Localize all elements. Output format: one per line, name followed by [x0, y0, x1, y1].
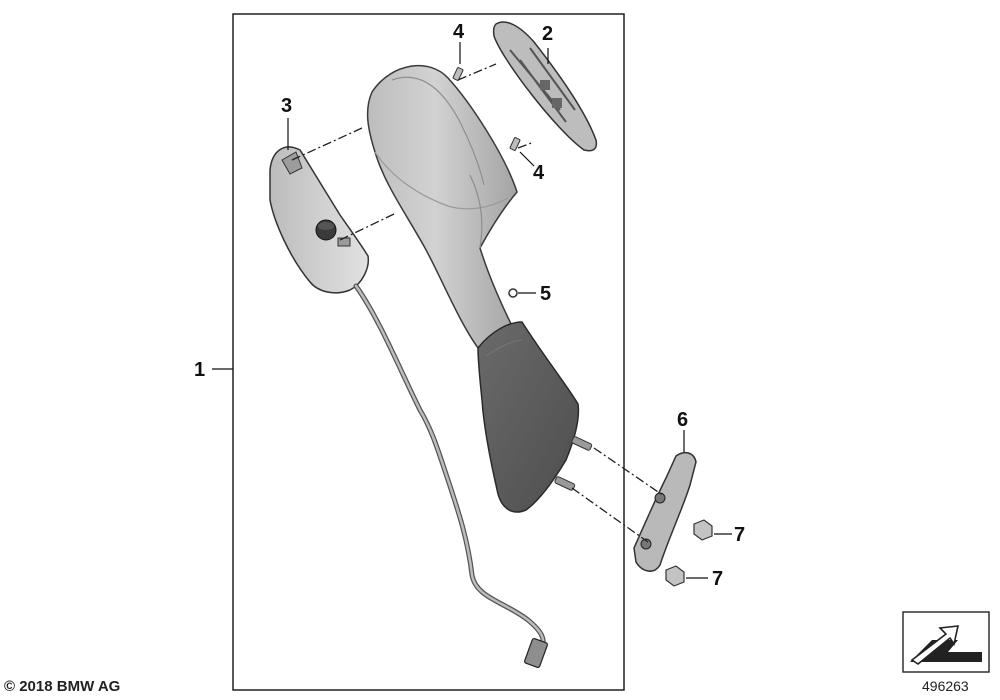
- indicator-panel: [269, 146, 370, 294]
- assembly-lines: [291, 63, 665, 543]
- callout-1: 1: [194, 359, 206, 381]
- copyright-text: © 2018 BMW AG: [4, 678, 121, 695]
- arrow-orientation-icon: [902, 611, 990, 673]
- callout-7-upper: 7: [734, 524, 746, 546]
- callout-2: 2: [542, 23, 554, 45]
- assembly-frame: [232, 13, 625, 691]
- clip-part-5: [508, 288, 518, 298]
- mirror-housing: [366, 65, 518, 349]
- mirror-arm: [477, 321, 593, 513]
- screw-upper: [452, 67, 464, 81]
- callout-3: 3: [281, 95, 293, 117]
- indicator-cable: [353, 283, 549, 668]
- leader-lines: [287, 42, 732, 579]
- mounting-bracket: [633, 451, 697, 572]
- screw-lower: [509, 137, 521, 151]
- callout-6: 6: [677, 409, 689, 431]
- cable-connector: [523, 638, 549, 668]
- callout-4-lower: 4: [533, 162, 545, 184]
- nut-lower: [665, 565, 685, 587]
- callout-7-lower: 7: [712, 568, 724, 590]
- callout-5: 5: [540, 283, 552, 305]
- image-number: 496263: [922, 678, 969, 694]
- mirror-glass: [492, 21, 598, 152]
- callout-4-upper: 4: [453, 21, 465, 43]
- nut-upper: [693, 519, 713, 541]
